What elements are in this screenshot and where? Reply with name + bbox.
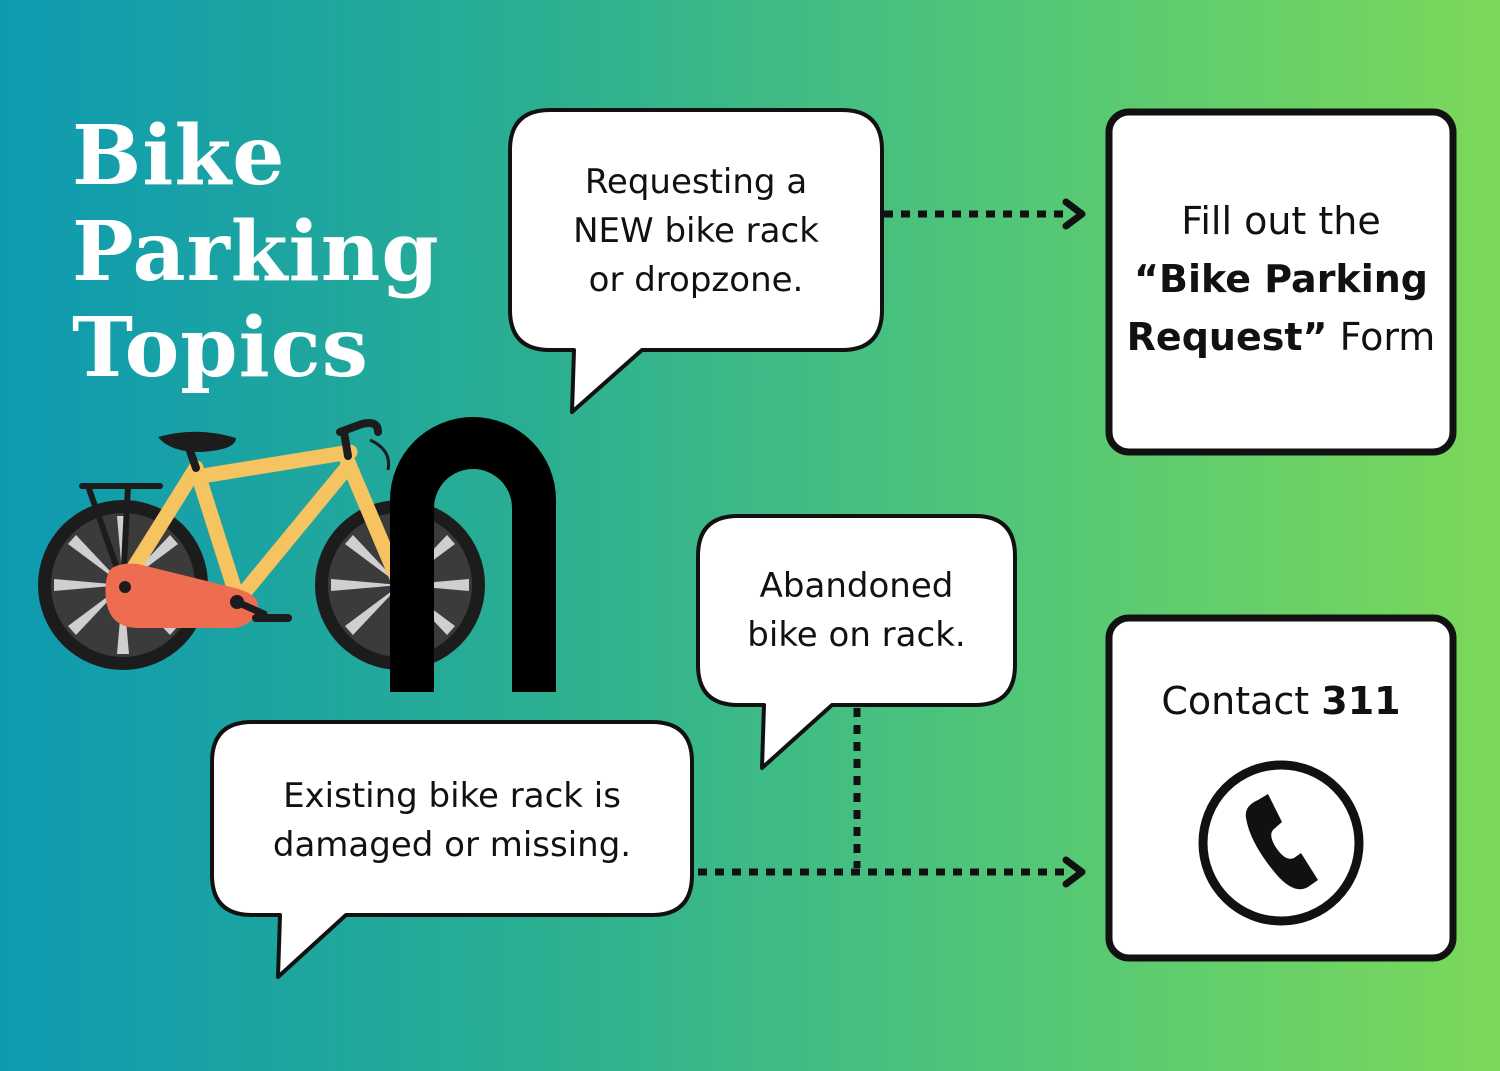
contact-number: 311 <box>1321 679 1401 723</box>
bubble-damaged-line-1: Existing bike rack is <box>283 776 621 816</box>
bubble-new-rack-line-1: Requesting a <box>584 162 808 202</box>
box-form-bold-2: Request” <box>1126 315 1328 359</box>
phone-icon <box>1198 760 1364 926</box>
arrow-new-rack-to-form <box>884 198 1086 230</box>
contact-prefix: Contact <box>1161 679 1322 723</box>
bubble-abandoned-line-2: bike on rack. <box>747 615 966 655</box>
bubble-damaged-line-2: damaged or missing. <box>272 825 632 865</box>
bubble-abandoned-text: Abandoned bike on rack. <box>698 562 1015 660</box>
box-form-text: Fill out the “Bike Parking Request” Form <box>1112 192 1450 366</box>
bubble-damaged-text: Existing bike rack is damaged or missing… <box>212 772 692 870</box>
box-contact-text: Contact 311 <box>1112 672 1450 730</box>
bubble-new-rack-line-2: NEW bike rack <box>573 211 819 251</box>
title-line-3: Topics <box>72 300 369 396</box>
bubble-new-rack-line-3: or dropzone. <box>588 260 804 300</box>
bubble-abandoned-line-1: Abandoned <box>759 566 954 606</box>
bubble-damaged <box>210 720 694 979</box>
title-line-1: Bike <box>72 108 286 204</box>
box-form <box>1105 108 1457 456</box>
page-title: Bike Parking Topics <box>72 108 440 396</box>
box-form-bold-1: “Bike Parking <box>1134 257 1428 301</box>
bubble-new-rack <box>508 108 884 414</box>
box-form-line-1: Fill out the <box>1181 199 1381 243</box>
bubble-abandoned <box>696 514 1017 770</box>
box-form-tail: Form <box>1327 315 1436 359</box>
u-rack-illustration <box>390 417 556 692</box>
arrow-damaged-to-contact <box>698 856 1086 888</box>
title-line-2: Parking <box>72 204 440 300</box>
bubble-new-rack-text: Requesting a NEW bike rack or dropzone. <box>510 158 882 305</box>
